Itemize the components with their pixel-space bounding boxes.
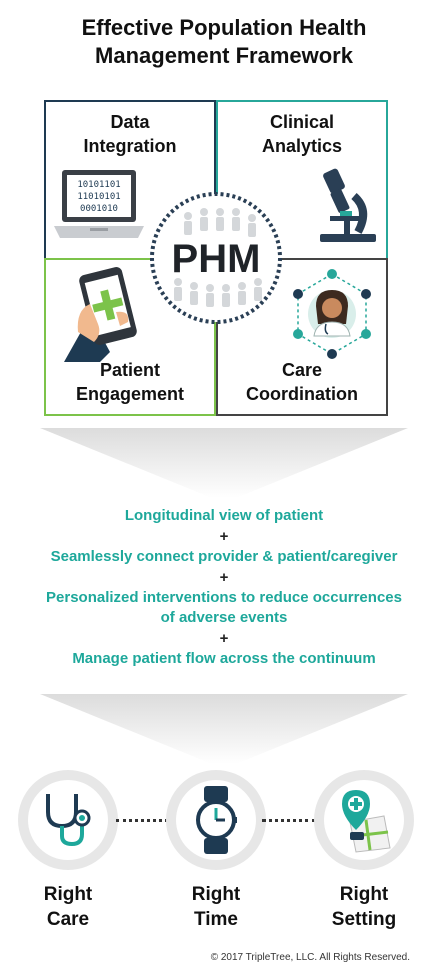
screen-line-2: 11010101 bbox=[77, 192, 120, 202]
right-setting-circle bbox=[314, 770, 414, 870]
patient-engagement-label-line1: Patient bbox=[99, 360, 160, 380]
data-integration-label-line1: Data bbox=[110, 112, 150, 132]
microscope-icon bbox=[320, 168, 376, 242]
right-setting-label-line1: Right bbox=[339, 884, 389, 905]
connector-dots-2 bbox=[262, 819, 316, 825]
funnel-shape-bottom bbox=[40, 694, 408, 764]
laptop-icon: 10101101 11010101 0001010 bbox=[54, 170, 144, 238]
screen-line-3: 0001010 bbox=[80, 204, 118, 214]
quadrant-data-integration: Data Integration 10101101 11010101 00010… bbox=[44, 100, 216, 260]
phm-label: PHM bbox=[172, 237, 261, 281]
care-coordination-label-line1: Care bbox=[281, 360, 323, 380]
copyright-notice: © 2017 TripleTree, LLC. All Rights Reser… bbox=[210, 952, 410, 963]
screen-line-1: 10101101 bbox=[77, 180, 120, 190]
quadrant-patient-engagement: Patient Engagement bbox=[44, 258, 216, 416]
right-setting-label-line2: Setting bbox=[331, 909, 397, 930]
right-care-label-line1: Right bbox=[43, 884, 93, 905]
right-time-label-line2: Time bbox=[193, 909, 238, 930]
data-integration-label: Data Integration bbox=[46, 110, 214, 158]
patient-engagement-label-line2: Engagement bbox=[75, 384, 185, 404]
data-integration-label-line2: Integration bbox=[83, 136, 177, 156]
map-pin-icon bbox=[342, 790, 391, 853]
stethoscope-icon bbox=[46, 794, 91, 847]
title-line-1: Effective Population Health bbox=[81, 15, 367, 40]
quadrant-care-coordination: Care Coordination bbox=[216, 258, 388, 416]
clinical-analytics-label-line2: Analytics bbox=[261, 136, 343, 156]
care-coordination-label-line2: Coordination bbox=[246, 384, 358, 404]
benefit-item-3-line-2: of adverse events bbox=[160, 609, 288, 626]
benefit-item-4: Manage patient flow across the continuum bbox=[72, 650, 376, 667]
connector-dots-1 bbox=[116, 819, 168, 825]
plus-separator-3: + bbox=[219, 630, 229, 647]
clinical-analytics-label: Clinical Analytics bbox=[218, 110, 386, 158]
benefit-item-2: Seamlessly connect provider & patient/ca… bbox=[50, 548, 398, 565]
patient-engagement-label: Patient Engagement bbox=[46, 358, 214, 406]
right-care-label-line2: Care bbox=[46, 909, 90, 930]
right-setting-label: Right Setting bbox=[304, 882, 424, 932]
right-time-circle bbox=[166, 770, 266, 870]
title-line-2: Management Framework bbox=[95, 43, 353, 68]
page-title: Effective Population Health Management F… bbox=[0, 14, 448, 70]
clinical-analytics-label-line1: Clinical bbox=[269, 112, 335, 132]
care-coordination-label: Care Coordination bbox=[218, 358, 386, 406]
hand-phone-icon bbox=[64, 267, 137, 362]
care-network-icon bbox=[293, 269, 371, 359]
watch-icon bbox=[196, 786, 237, 854]
funnel-shape-top bbox=[40, 428, 408, 498]
benefit-item-1: Longitudinal view of patient bbox=[124, 507, 324, 524]
right-care-circle bbox=[18, 770, 118, 870]
phm-center-circle: PHM bbox=[150, 192, 282, 324]
benefit-list: Longitudinal view of patient + Seamlessl… bbox=[0, 506, 448, 669]
right-time-label: Right Time bbox=[156, 882, 276, 932]
plus-separator-2: + bbox=[219, 569, 229, 586]
plus-separator-1: + bbox=[219, 528, 229, 545]
right-time-label-line1: Right bbox=[191, 884, 241, 905]
benefit-item-3-line-1: Personalized interventions to reduce occ… bbox=[46, 589, 402, 606]
right-care-label: Right Care bbox=[8, 882, 128, 932]
